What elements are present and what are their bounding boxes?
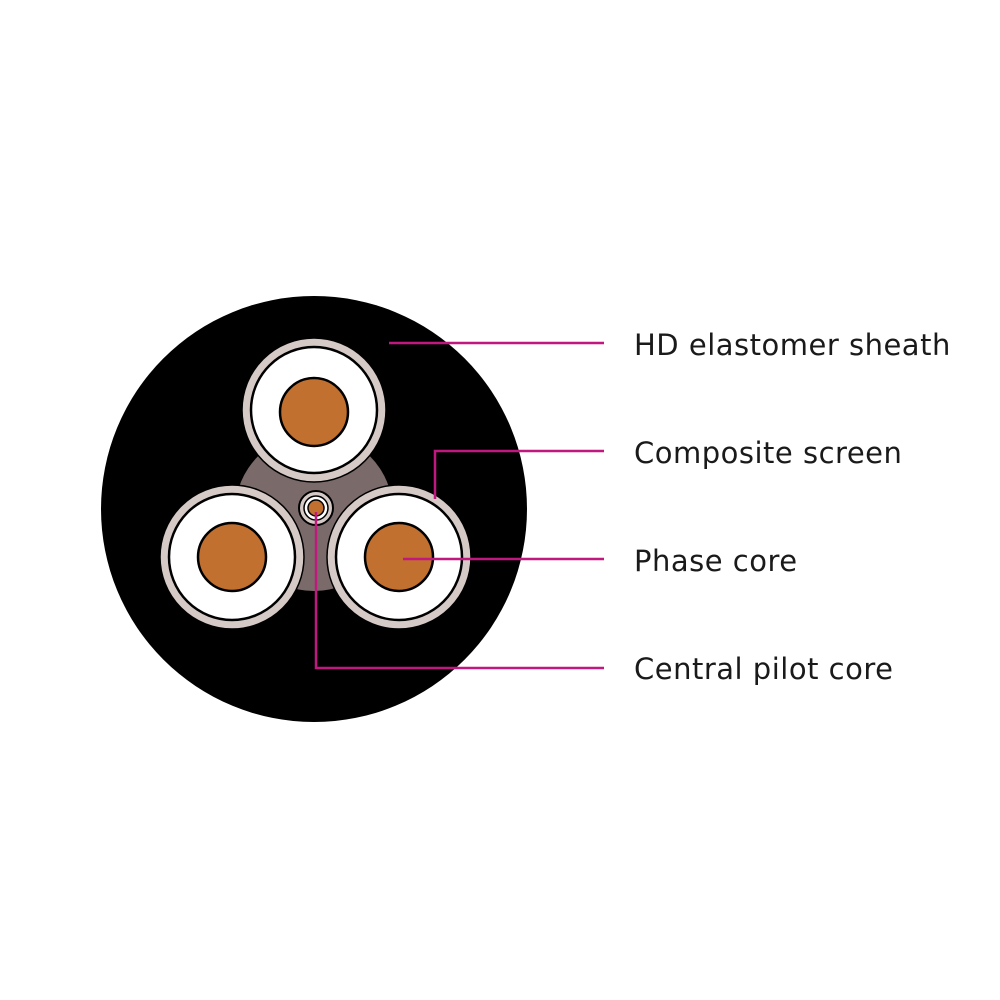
leader-line-screen (433, 449, 604, 499)
label-screen: Composite screen (634, 436, 903, 470)
label-pilot-core: Central pilot core (634, 652, 894, 686)
label-phase-core: Phase core (634, 544, 798, 578)
label-sheath: HD elastomer sheath (634, 328, 951, 362)
phase-core-left (159, 484, 305, 630)
leader-line-pilot (314, 512, 604, 670)
phase-core-right (326, 484, 472, 630)
phase-core-top (241, 337, 387, 483)
pilot-core (298, 490, 334, 526)
